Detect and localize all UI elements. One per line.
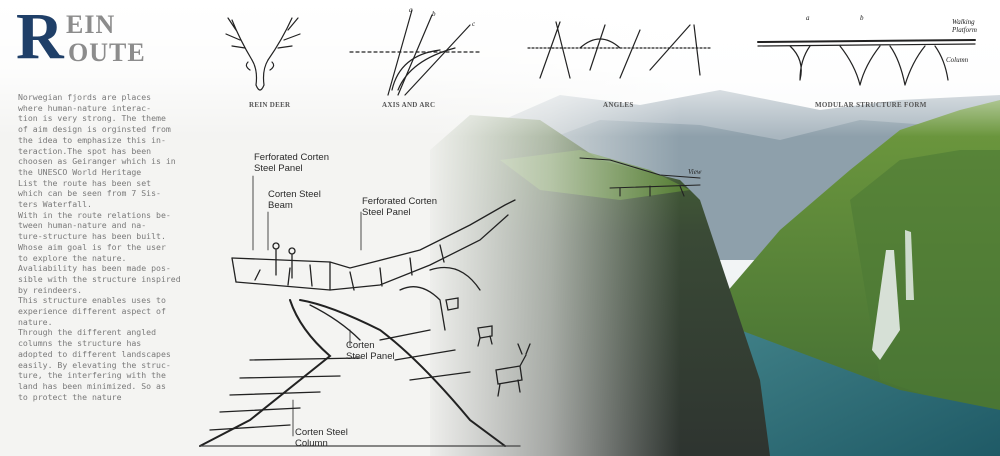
reindeer-sketch: [225, 17, 301, 91]
label-rein-deer: REIN DEER: [249, 101, 291, 109]
axis-arc-sketch: [349, 9, 481, 96]
label-angles: ANGLES: [603, 101, 634, 109]
annotation-corten-panel: Corten Steel Panel: [346, 340, 395, 362]
mark-walking-platform: Walking Platform: [952, 18, 977, 34]
mark-b: b: [432, 10, 436, 18]
logo-word-2: OUTE: [68, 38, 146, 67]
logo-word-1: EIN: [66, 10, 116, 39]
annotation-perforated-panel-1: Ferforated Corten Steel Panel: [254, 152, 329, 174]
cliff-platform-sketch: [579, 157, 701, 197]
mark-column: Column: [946, 56, 969, 64]
modular-structure-sketch: [757, 39, 976, 86]
label-modular-structure: MODULAR STRUCTURE FORM: [815, 101, 927, 109]
description-paragraph: Through the different angled columns the…: [18, 327, 171, 402]
angles-sketch: [527, 21, 713, 79]
mark-c: c: [472, 20, 476, 28]
description-paragraph: Norwegian fjords are places where human-…: [18, 92, 176, 210]
description-paragraph: Avaliability has been made pos- sible wi…: [18, 263, 181, 295]
mark-view: View: [688, 168, 702, 176]
description-paragraph: This structure enables uses to experienc…: [18, 295, 166, 327]
description-paragraph: With in the route relations be- tween hu…: [18, 209, 171, 263]
mark-b-modular: b: [860, 14, 864, 22]
mark-a-modular: a: [806, 14, 810, 22]
label-axis-arc: AXIS AND ARC: [382, 101, 436, 109]
project-description: Norwegian fjords are places where human-…: [18, 92, 183, 402]
bridge-sketch: [199, 175, 531, 447]
logo: R EIN OUTE: [16, 4, 176, 72]
logo-letter: R: [16, 0, 64, 73]
mark-a: a: [409, 6, 413, 14]
annotation-corten-beam: Corten Steel Beam: [268, 189, 321, 211]
annotation-perforated-panel-2: Ferforated Corten Steel Panel: [362, 196, 437, 218]
annotation-corten-column: Corten Steel Column: [295, 427, 348, 449]
